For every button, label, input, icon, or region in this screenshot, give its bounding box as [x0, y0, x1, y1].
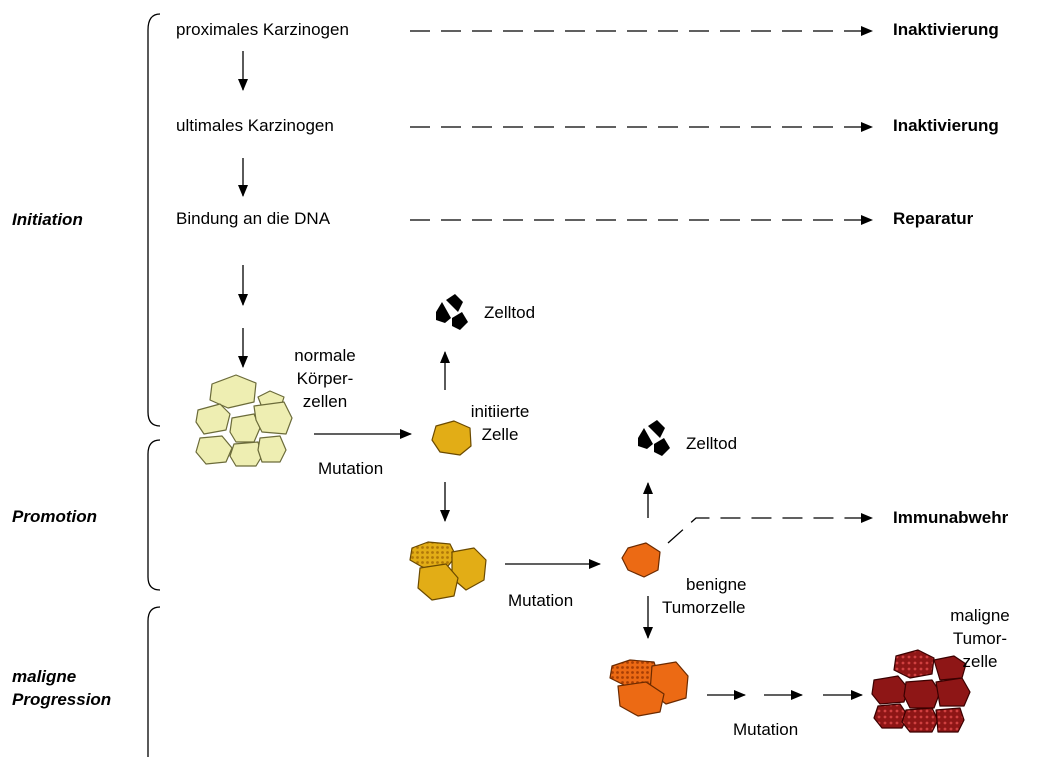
mutation-label-1: Mutation [318, 459, 384, 478]
initiated-cell [431, 420, 472, 456]
brace-progression [147, 606, 161, 757]
step-proximal-carcinogen: proximales Karzinogen [176, 20, 349, 39]
malignant-cell-label-line1: maligne [950, 606, 1010, 625]
benign-cells-cluster [609, 659, 689, 717]
cell-death-label-2: Zelltod [686, 434, 738, 453]
cell-death-label-1: Zelltod [484, 303, 536, 322]
initiated-cell-label-line1: initiierte [470, 402, 530, 421]
benign-cell-label-line1: benigne [686, 575, 747, 594]
normal-cells-label-line3: zellen [302, 392, 348, 411]
initiated-cell-label-line2: Zelle [481, 425, 519, 444]
mutation-label-3: Mutation [733, 720, 799, 739]
brace-promotion [147, 439, 161, 591]
dead-cells-2 [638, 420, 670, 456]
normal-cells-cluster [195, 374, 293, 467]
mutation-label-2: Mutation [508, 591, 574, 610]
stage-initiation-label: Initiation [12, 210, 83, 229]
step-ultimal-carcinogen: ultimales Karzinogen [176, 116, 334, 135]
outcome-inactivation-1: Inaktivierung [893, 20, 999, 39]
stage-progression-label-line1: maligne [12, 667, 77, 686]
stage-progression-label-line2: Progression [12, 690, 112, 709]
dashed-arrow-immune [667, 513, 873, 544]
benign-cell-label-line2: Tumorzelle [662, 598, 746, 617]
outcome-immune-defense: Immunabwehr [893, 508, 1009, 527]
malignant-cells-cluster [871, 649, 971, 733]
normal-cells-label-line2: Körper- [296, 369, 354, 388]
dead-cells-1 [436, 294, 468, 330]
brace-initiation [147, 13, 161, 427]
malignant-cell-label-line2: Tumor- [952, 629, 1008, 648]
outcome-inactivation-2: Inaktivierung [893, 116, 999, 135]
initiated-cells-cluster [409, 541, 487, 601]
step-dna-binding: Bindung an die DNA [176, 209, 331, 228]
normal-cells-label-line1: normale [294, 346, 356, 365]
malignant-cell-label-line3: zelle [962, 652, 998, 671]
benign-cell [621, 542, 661, 578]
stage-promotion-label: Promotion [12, 507, 97, 526]
outcome-repair: Reparatur [893, 209, 974, 228]
